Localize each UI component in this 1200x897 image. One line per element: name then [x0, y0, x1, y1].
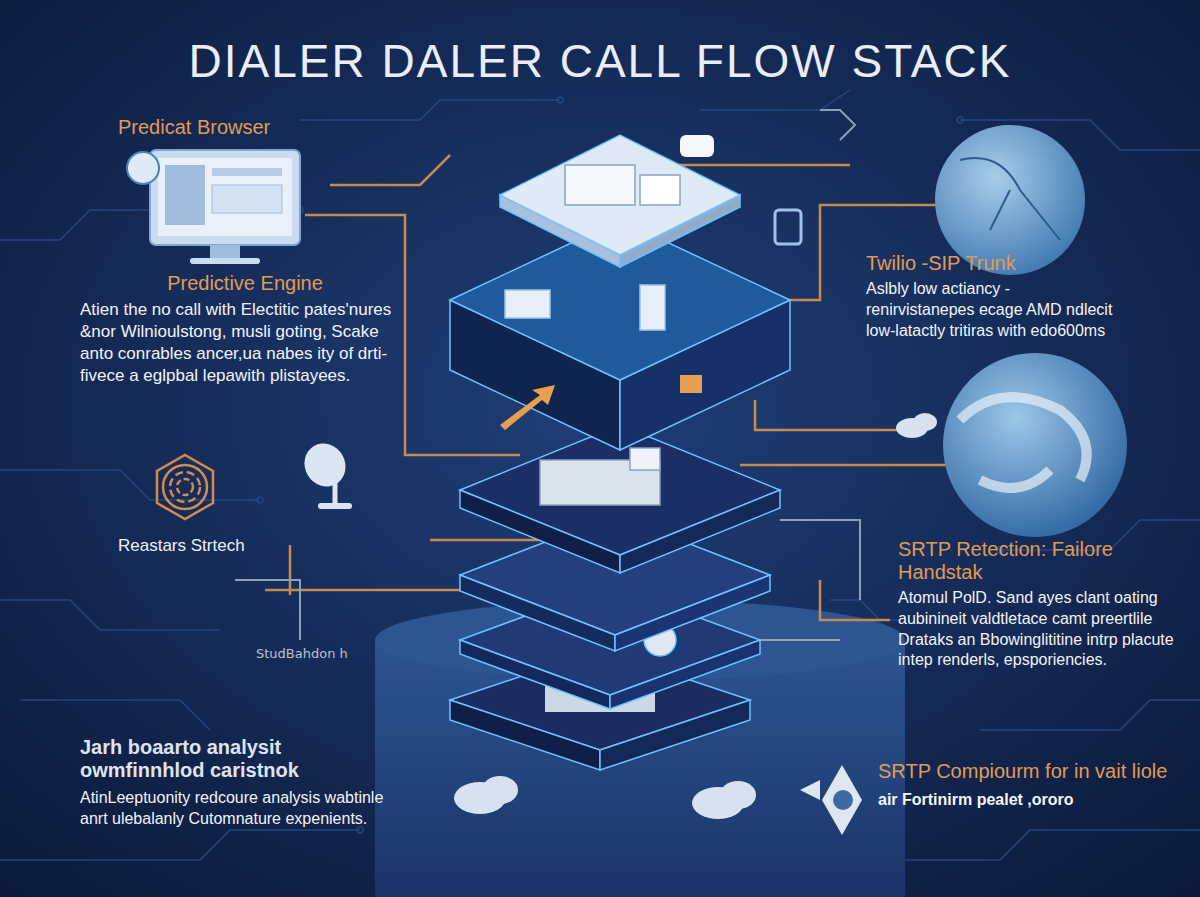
device-icon — [775, 210, 801, 244]
section-heading: Twilio -SIP Trunk — [866, 252, 1116, 275]
section-body: Aslbly low actiancy -renirvistanepes eca… — [866, 279, 1116, 341]
shield-icon — [800, 765, 862, 835]
text-section: Predicat Browser — [118, 116, 348, 143]
diagram-title: DIALER DALER CALL FLOW STACK — [0, 34, 1200, 88]
fingerprint-icon — [157, 455, 213, 519]
section-body: Atien the no call with Electitic pates'n… — [80, 299, 410, 387]
text-section: Predictive EngineAtien the no call with … — [80, 272, 410, 387]
text-section: Twilio -SIP TrunkAslbly low actiancy -re… — [866, 252, 1116, 341]
section-heading: SRTP Compiourm for in vait liole — [878, 760, 1178, 783]
section-body: air Fortinirm pealet ,ororo — [878, 791, 1178, 809]
flow-arrow — [680, 375, 702, 393]
section-body: AtinLeeptuonity redcoure analysis wabtin… — [80, 788, 400, 830]
section-heading: Predicat Browser — [118, 116, 348, 139]
device-icon — [680, 135, 714, 157]
text-section: Jarh boaarto analysit owmfinnhlod carist… — [80, 736, 400, 830]
text-section: SRTP Compiourm for in vait liole air Fort… — [878, 760, 1178, 809]
section-heading: Predictive Engine — [80, 272, 410, 295]
stack-layers — [450, 135, 790, 770]
section-heading: SRTP Retection: Failore Handstak — [898, 538, 1183, 584]
cloud-icon — [454, 413, 937, 819]
flow-arrow — [500, 385, 555, 430]
text-section: SRTP Retection: Failore HandstakAtomul P… — [898, 538, 1183, 671]
circuit-traces — [0, 90, 1200, 860]
antenna-icon — [297, 436, 354, 509]
text-section: Reastars Strtech — [118, 536, 318, 556]
section-heading: Reastars Strtech — [118, 536, 318, 556]
small-label: StudBahdon h — [256, 646, 348, 661]
monitor-icon — [127, 150, 300, 264]
section-body: Atomul PolD. Sand ayes clant oating aubi… — [898, 588, 1183, 671]
section-heading: Jarh boaarto analysit owmfinnhlod carist… — [80, 736, 400, 782]
